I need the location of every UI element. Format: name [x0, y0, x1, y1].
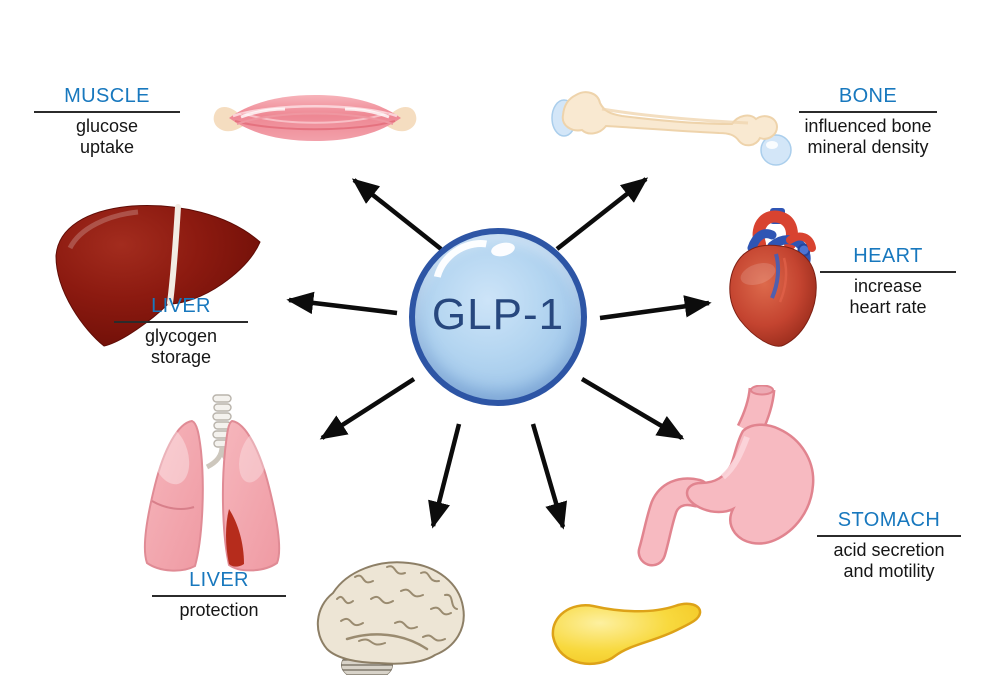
heart-line-1: increase — [853, 276, 923, 296]
bone-line-1: influenced bone — [804, 116, 932, 136]
stomach-label: STOMACH acid secretion and motility — [817, 509, 961, 582]
liver-line-1: glycogen — [144, 326, 218, 346]
bone-title: BONE — [799, 85, 937, 113]
brain-icon — [316, 561, 465, 675]
lungs-line-1: protection — [179, 600, 259, 620]
heart-label: HEART increase heart rate — [820, 245, 956, 318]
arrow-to-bone — [555, 177, 649, 251]
muscle-line-2: uptake — [79, 137, 135, 158]
arrow-to-liver — [286, 291, 398, 316]
heart-title: HEART — [820, 245, 956, 273]
arrow-to-brain — [428, 423, 462, 529]
stomach-line-2: and motility — [843, 561, 935, 582]
bone-icon — [551, 91, 792, 166]
lungs-icon — [143, 394, 281, 572]
stomach-line-1: acid secretion — [833, 540, 945, 560]
muscle-icon — [213, 95, 417, 141]
stomach-title: STOMACH — [817, 509, 961, 537]
liver-line-2: storage — [150, 347, 212, 368]
muscle-line-1: glucose — [75, 116, 139, 136]
liver-icon — [55, 204, 261, 347]
hub-label: GLP-1 — [431, 290, 565, 339]
bone-label: BONE influenced bone mineral density — [799, 85, 937, 158]
lungs-label: LIVER protection — [152, 569, 286, 621]
arrow-to-muscle — [351, 178, 443, 251]
pancreas-icon — [551, 602, 702, 666]
heart-icon — [729, 208, 817, 347]
heart-line-2: heart rate — [849, 297, 927, 318]
glp1-hub-node: GLP-1 — [409, 223, 587, 406]
arrow-to-lungs — [319, 377, 416, 440]
arrow-to-pancreas — [530, 423, 568, 530]
bone-line-2: mineral density — [807, 137, 929, 158]
liver-label: LIVER glycogen storage — [114, 295, 248, 368]
muscle-label: MUSCLE glucose uptake — [34, 85, 180, 158]
lungs-title: LIVER — [152, 569, 286, 597]
stomach-icon — [637, 385, 815, 567]
muscle-title: MUSCLE — [34, 85, 180, 113]
brain-gyri — [336, 565, 458, 651]
arrow-to-heart — [599, 295, 712, 321]
liver-title: LIVER — [114, 295, 248, 323]
